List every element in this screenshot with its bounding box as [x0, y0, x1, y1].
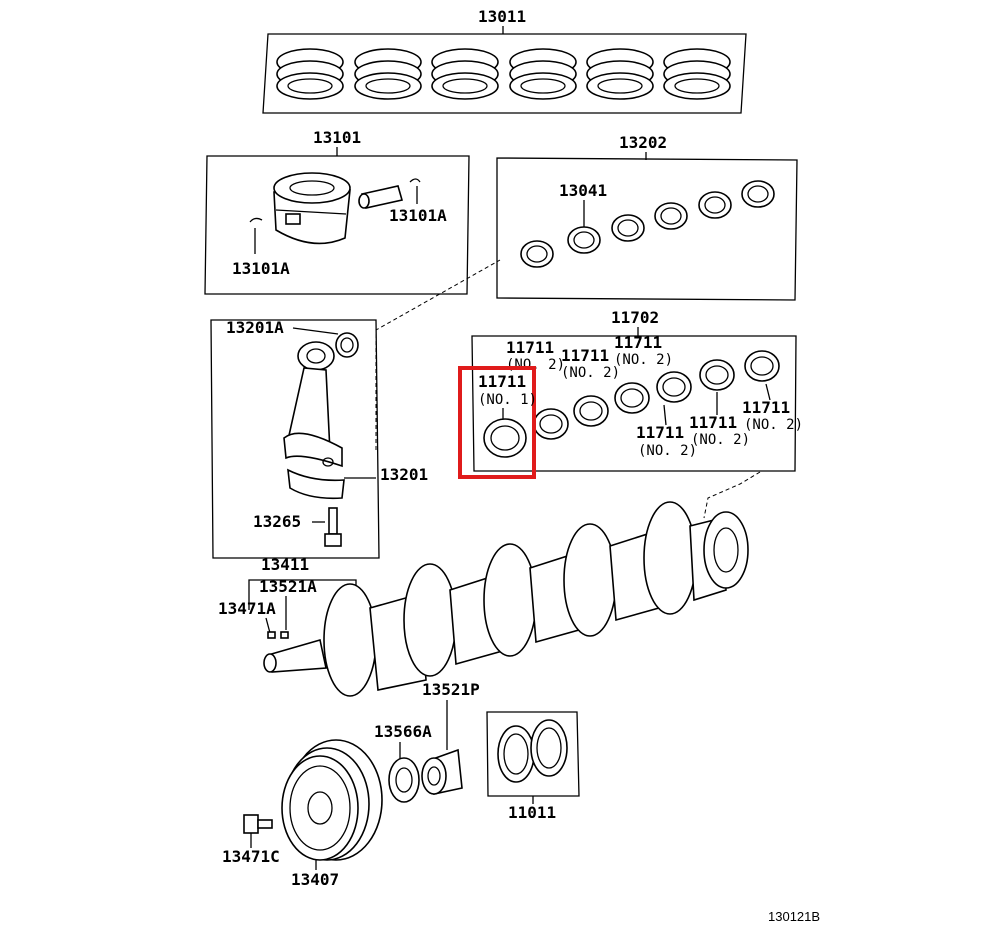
- ring-set-box: [262, 33, 747, 114]
- rod-bushing-part: [335, 332, 359, 358]
- thrust-washer-part: [497, 719, 568, 783]
- ring-stack-3: [431, 48, 499, 100]
- label-13407: 13407: [291, 870, 339, 889]
- gear-key-part: [388, 757, 420, 803]
- label-13566A: 13566A: [374, 722, 432, 741]
- label-13101A-right: 13101A: [389, 206, 447, 225]
- label-b4-num: 11711: [614, 333, 662, 352]
- snap-ring-right: [409, 178, 421, 183]
- label-b4-sub: (NO. 2): [614, 352, 673, 368]
- ring-stack-1: [276, 48, 344, 100]
- pulley-bolt-part: [243, 814, 273, 834]
- ring-stack-6: [663, 48, 731, 100]
- crank-key-part: [280, 631, 289, 639]
- piston-pin-part: [358, 185, 404, 209]
- label-b6-num: 11711: [689, 413, 737, 432]
- label-b6-sub: (NO. 2): [691, 432, 750, 448]
- leader-bearing-to-crank: [703, 471, 761, 519]
- label-13471A: 13471A: [218, 599, 276, 618]
- label-13265: 13265: [253, 512, 301, 531]
- label-13101A-left: 13101A: [232, 259, 290, 278]
- connecting-rod-box: [210, 319, 380, 559]
- label-13471C: 13471C: [222, 847, 280, 866]
- label-13011: 13011: [478, 7, 526, 26]
- label-b7-num: 11711: [742, 398, 790, 417]
- main-bearing-kit-box: [471, 335, 797, 472]
- label-b3-sub: (NO. 2): [561, 365, 620, 381]
- label-13201A: 13201A: [226, 318, 284, 337]
- ring-stack-2: [354, 48, 422, 100]
- label-13411: 13411: [261, 555, 309, 574]
- diagram-id: 130121B: [768, 909, 820, 924]
- label-11702: 11702: [611, 308, 659, 327]
- main-bearing-shells: [533, 350, 780, 440]
- label-13201: 13201: [380, 465, 428, 484]
- rod-bearing-shells: [520, 180, 775, 268]
- ring-set-group[interactable]: 13011: [262, 7, 747, 114]
- rod-bearing-kit-box: [496, 157, 798, 301]
- piston-box: [204, 155, 470, 295]
- label-13521P: 13521P: [422, 680, 480, 699]
- connecting-rod-part: [283, 341, 345, 500]
- label-13101: 13101: [313, 128, 361, 147]
- timing-gear-part: [421, 748, 463, 795]
- label-b3-num: 11711: [561, 346, 609, 365]
- label-13041: 13041: [559, 181, 607, 200]
- thrust-washer-box: [486, 711, 580, 797]
- crank-pin-part: [267, 631, 276, 639]
- label-b7-sub: (NO. 2): [744, 417, 803, 433]
- label-b5-sub: (NO. 2): [638, 443, 697, 459]
- leader-rod-to-bearing: [375, 259, 501, 450]
- label-b5-num: 11711: [636, 423, 684, 442]
- ring-stack-5: [586, 48, 654, 100]
- highlight-box: [458, 366, 536, 479]
- ring-stack-4: [509, 48, 577, 100]
- snap-ring-left: [249, 217, 263, 223]
- thrust-washer-group[interactable]: 11011: [486, 711, 580, 822]
- rod-bolt-part: [324, 507, 342, 547]
- label-b2-num: 11711: [506, 338, 554, 357]
- rod-bearing-kit-group[interactable]: 13202 13041: [496, 133, 798, 301]
- pulley-group[interactable]: 13407 13471C: [222, 739, 383, 889]
- timing-gear-group[interactable]: 13521P 13566A: [374, 680, 480, 803]
- bearing-no1-highlight[interactable]: 11711 (NO. 1): [458, 366, 537, 479]
- bearing-no1-part: [483, 418, 527, 458]
- label-11011: 11011: [508, 803, 556, 822]
- piston-group[interactable]: 13101 13101A 13101A: [204, 128, 470, 295]
- label-b1-num: 11711: [478, 372, 526, 391]
- connecting-rod-group[interactable]: 13201A 13201 13265: [210, 318, 428, 559]
- label-13202: 13202: [619, 133, 667, 152]
- label-b1-sub: (NO. 1): [478, 392, 537, 408]
- crankshaft-part: [263, 501, 749, 697]
- piston-part: [273, 172, 351, 245]
- pulley-part: [281, 739, 383, 861]
- label-13521A: 13521A: [259, 577, 317, 596]
- main-bearing-kit-group[interactable]: 11702 11711 (NO. 2) 11711 (NO. 2) 11711 …: [471, 308, 803, 472]
- crankshaft-group[interactable]: 13411 13521A 13471A: [218, 501, 749, 697]
